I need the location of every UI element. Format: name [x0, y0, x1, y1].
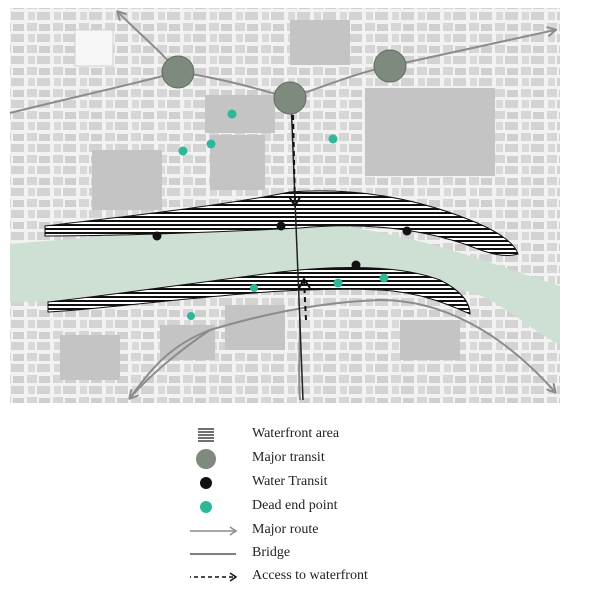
dead-end-point: [328, 134, 338, 144]
water-transit-point: [276, 221, 286, 231]
dead-end-point: [187, 312, 195, 320]
major-transit-icon: [196, 449, 216, 469]
dead-end-point: [227, 109, 237, 119]
legend-label: Major transit: [252, 450, 325, 465]
legend-item-access: Access to waterfront: [190, 566, 490, 588]
legend-item-dead-end: Dead end point: [190, 496, 490, 518]
dead-end-point: [379, 273, 389, 283]
hatch-swatch-icon: [198, 428, 214, 442]
water-transit-point: [402, 226, 412, 236]
legend-label: Bridge: [252, 545, 291, 560]
legend-item-bridge: Bridge: [190, 543, 490, 565]
legend-label: Water Transit: [252, 474, 328, 489]
waterfront-area-south: [47, 266, 471, 315]
legend-item-major-transit: Major transit: [190, 448, 490, 470]
access-south: [304, 280, 306, 321]
water-transit-point: [351, 260, 361, 270]
major-transit-nodes: [161, 49, 407, 115]
water-transit-points: [152, 221, 412, 270]
river: [10, 224, 560, 345]
legend-label: Waterfront area: [252, 426, 340, 441]
major-transit-node: [161, 55, 195, 89]
legend-item-water-transit: Water Transit: [190, 472, 490, 494]
legend-item-major-route: Major route: [190, 520, 490, 542]
double-arrow-icon: [190, 526, 238, 536]
building-blocks: [60, 20, 495, 380]
legend-item-waterfront: Waterfront area: [190, 424, 490, 446]
dead-end-points: [178, 109, 389, 320]
access-north: [293, 114, 295, 205]
dead-end-point: [250, 284, 258, 292]
dead-end-point: [178, 146, 188, 156]
waterfront-map: [9, 8, 560, 403]
water-transit-icon: [200, 477, 212, 489]
bridge: [290, 99, 304, 401]
dead-end-point: [206, 139, 216, 149]
legend-label: Major route: [252, 522, 319, 537]
legend-label: Dead end point: [252, 498, 338, 513]
legend-label: Access to waterfront: [252, 568, 368, 583]
dashed-double-arrow-icon: [190, 572, 238, 582]
dead-end-point: [333, 278, 343, 288]
bridge-line-icon: [190, 553, 236, 555]
major-transit-node: [373, 49, 407, 83]
major-transit-node: [273, 81, 307, 115]
water-transit-point: [152, 231, 162, 241]
dead-end-icon: [200, 501, 212, 513]
